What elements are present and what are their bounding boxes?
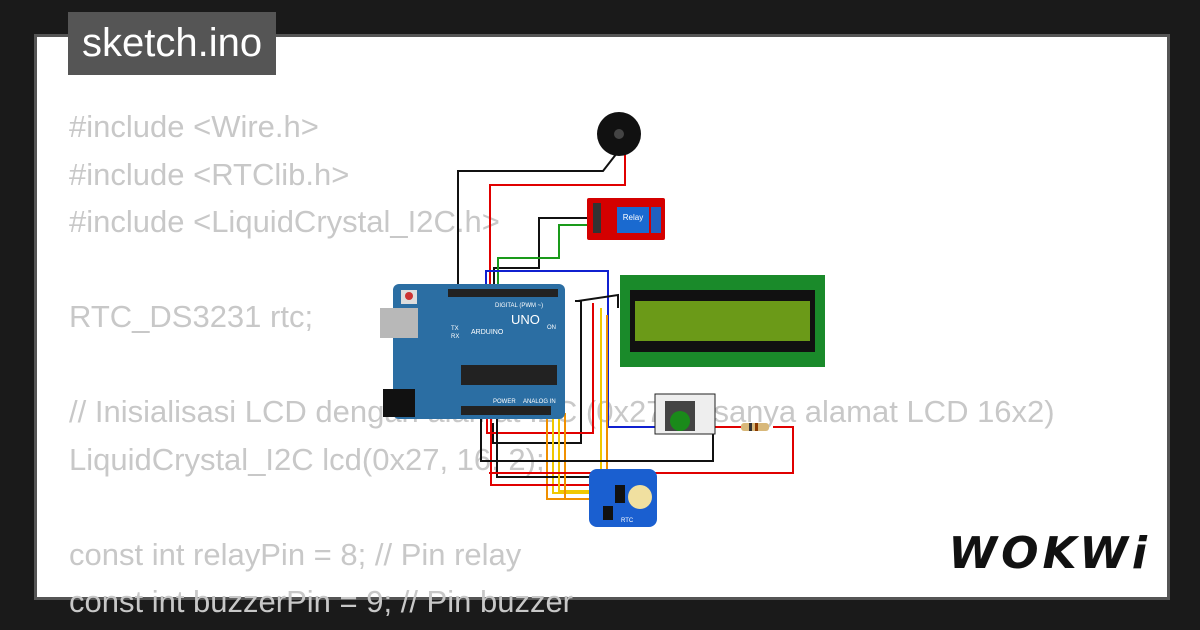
code-line: const int relayPin = 8; // Pin relay: [69, 536, 522, 572]
circuit-diagram: Relay DIGITAL (PWM ~) UNO ARDUINO POWER …: [380, 112, 825, 527]
buzzer[interactable]: [597, 112, 641, 156]
code-line: #include <LiquidCrystal_I2C.h>: [69, 204, 500, 239]
on-label: ON: [547, 325, 556, 331]
lcd-16x2[interactable]: [620, 275, 825, 367]
analog-label: ANALOG IN: [523, 399, 556, 405]
wokwi-logo: WOKWi: [948, 528, 1151, 579]
relay-label: Relay: [623, 213, 643, 222]
usb-port: [380, 308, 418, 338]
power-label: POWER: [493, 399, 516, 405]
code-line: RTC_DS3231 rtc;: [69, 299, 314, 334]
brand-label: ARDUINO: [471, 329, 504, 336]
resistor: [741, 423, 769, 431]
rx-label: RX: [451, 334, 459, 340]
model-label: UNO: [511, 312, 540, 327]
code-line: const int buzzerPin = 9; // Pin buzzer: [69, 584, 574, 619]
preview-card: #include <Wire.h> #include <RTClib.h> #inc…: [34, 34, 1170, 619]
arduino-uno[interactable]: DIGITAL (PWM ~) UNO ARDUINO POWER ANALOG…: [380, 284, 565, 419]
rtc-label: RTC: [621, 518, 634, 524]
code-line: #include <Wire.h>: [69, 109, 319, 144]
relay-module[interactable]: Relay: [587, 198, 665, 240]
digital-label: DIGITAL (PWM ~): [495, 303, 543, 309]
code-line: LiquidCrystal_I2C lcd(0x27, 16, 2);: [69, 441, 545, 477]
rtc-ds3231[interactable]: RTC: [589, 469, 657, 527]
power-jack: [383, 389, 415, 417]
chip: [461, 365, 557, 385]
code-line: #include <RTClib.h>: [69, 156, 350, 192]
filename-tab: sketch.ino: [68, 12, 277, 75]
pushbutton[interactable]: [654, 393, 716, 435]
tx-label: TX: [451, 326, 459, 332]
